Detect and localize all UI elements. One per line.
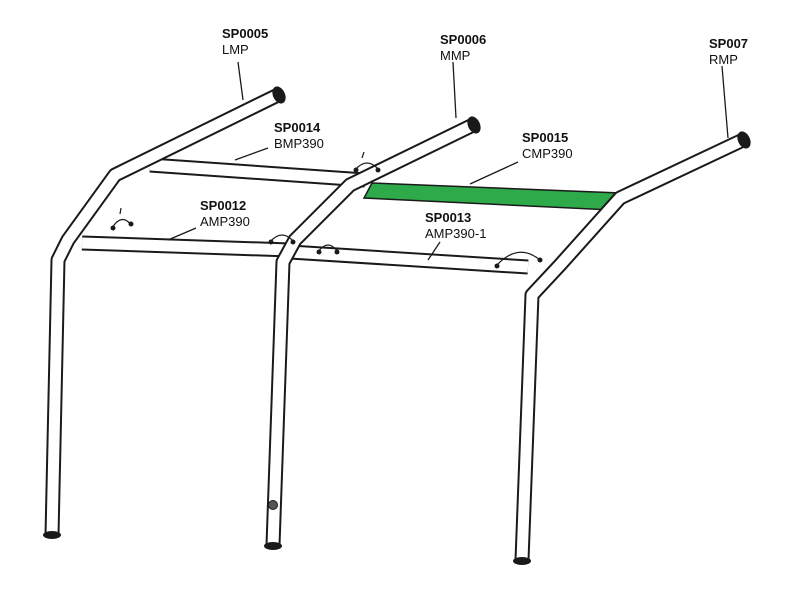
part-name: MMP [440,48,471,63]
part-code: SP0005 [222,26,269,41]
part-code: SP0014 [274,120,321,135]
front-right-crossbar [289,244,529,275]
part-label-bmp390: SP0014 BMP390 [274,120,324,152]
leader-line [721,65,729,139]
part-code: SP0015 [522,130,569,145]
leader-line [427,241,441,261]
part-name: LMP [222,42,249,57]
leader-line [237,61,244,101]
part-label-lmp: SP0005 LMP [222,26,268,58]
part-label-amp390-1: SP0013 AMP390-1 [425,210,486,242]
leader-line [234,147,269,161]
part-name: AMP390 [200,214,250,229]
clamp [494,251,543,269]
clamp [316,244,340,255]
part-name: AMP390-1 [425,226,487,241]
part-code: SP0013 [425,210,472,225]
leader-line [469,161,519,185]
part-code: SP0006 [440,32,487,47]
part-label-cmp390: SP0015 CMP390 [522,130,573,162]
clamp [353,151,381,173]
front-left-crossbar [81,235,291,258]
right-main-tube [513,131,751,565]
middle-main-tube [264,116,481,550]
leader-line [452,61,457,119]
clamp [268,234,296,245]
part-code: SP007 [709,36,749,51]
part-name: RMP [709,52,738,67]
part-name: BMP390 [274,136,324,151]
part-label-amp390: SP0012 AMP390 [200,198,250,230]
part-name: CMP390 [522,146,573,161]
part-code: SP0012 [200,198,247,213]
part-label-mmp: SP0006 MMP [440,32,486,64]
back-crossbar [149,157,366,188]
clamp [110,207,134,231]
center-crossbar [362,179,622,211]
left-main-tube [43,86,286,539]
part-label-rmp: SP007 RMP [709,36,748,68]
leader-line [167,227,197,241]
